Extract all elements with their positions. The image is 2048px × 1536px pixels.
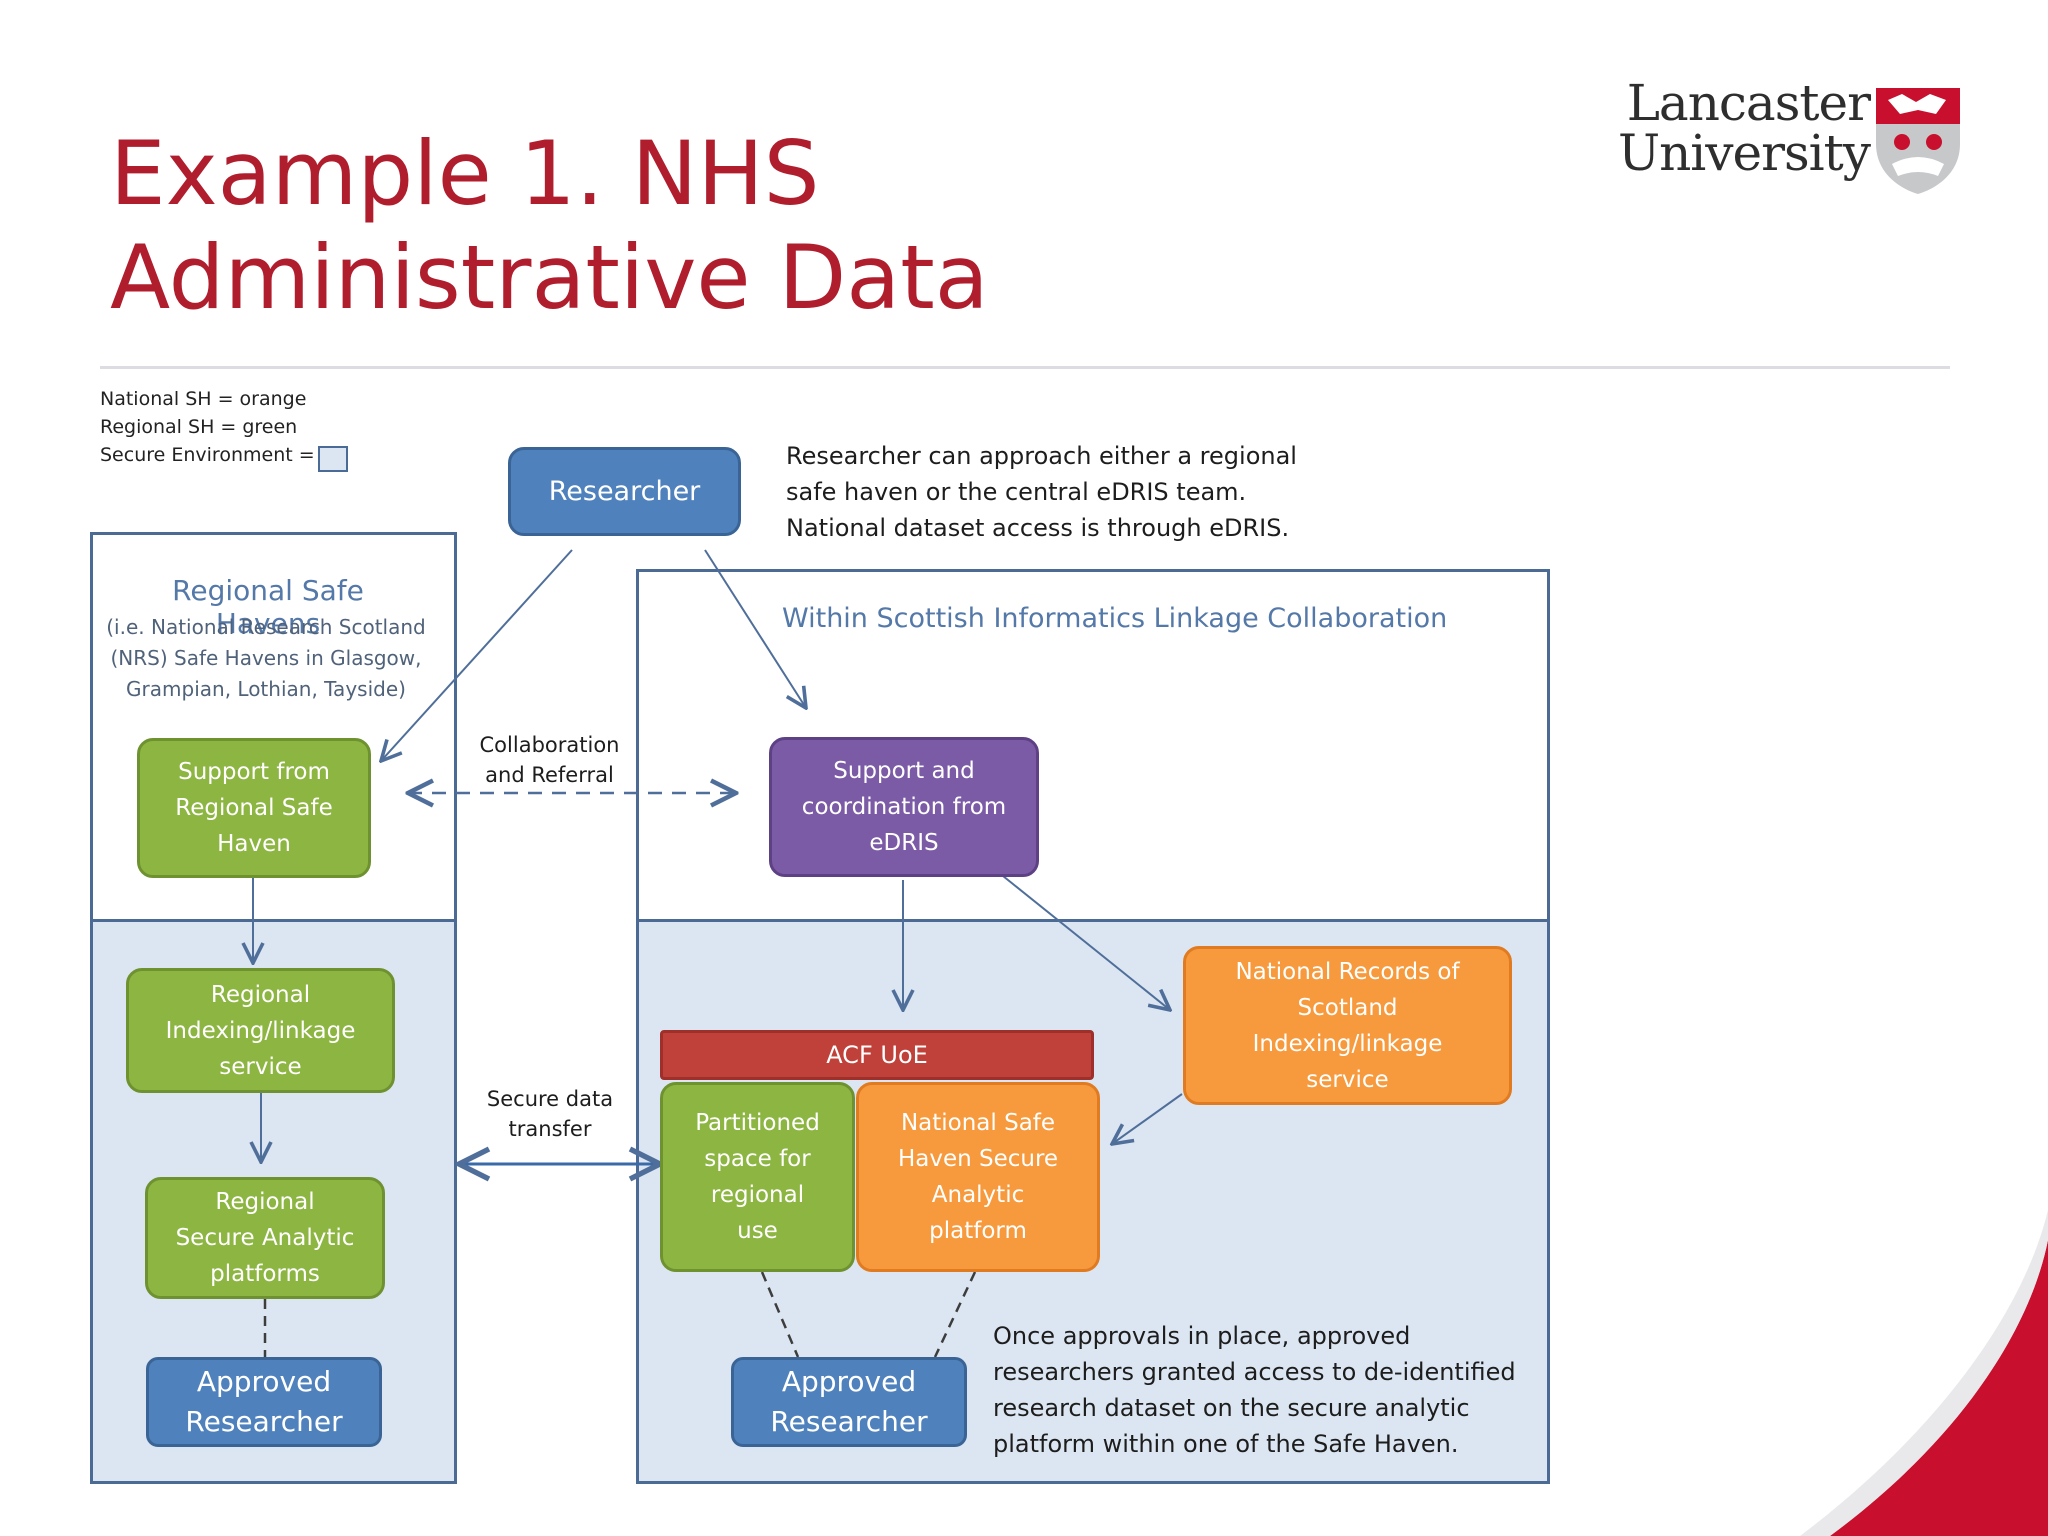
approved-right-line-2: Researcher	[770, 1405, 928, 1438]
legend-national: National SH = orange	[100, 388, 307, 410]
regional-subheading: (i.e. National Research Scotland (NRS) S…	[96, 612, 436, 705]
edris-support-node: Support and coordination from eDRIS	[769, 737, 1039, 877]
acf-label: ACF UoE	[826, 1041, 928, 1069]
partitioned-line-3: regional	[710, 1182, 805, 1208]
final-note-line-2: researchers granted access to de-identif…	[993, 1358, 1516, 1386]
regional-sub-line-1: (i.e. National Research Scotland	[106, 615, 426, 639]
regional-platforms-line-1: Regional	[215, 1189, 315, 1215]
researcher-node: Researcher	[508, 447, 741, 536]
slide-title: Example 1. NHS Administrative Data	[110, 122, 989, 329]
collaboration-line-2: and Referral	[485, 763, 614, 787]
logo-line-2: University	[1617, 124, 1871, 182]
lancaster-university-logo: Lancaster University	[1600, 78, 1970, 208]
secure-transfer-line-2: transfer	[508, 1117, 592, 1141]
regional-platforms-line-2: Secure Analytic	[175, 1225, 355, 1251]
partitioned-line-1: Partitioned	[695, 1110, 820, 1136]
nrs-line-3: Indexing/linkage	[1252, 1030, 1443, 1057]
partitioned-line-2: space for	[704, 1146, 811, 1172]
collaboration-line-1: Collaboration	[479, 733, 620, 757]
regional-indexing-line-2: Indexing/linkage	[165, 1017, 356, 1044]
researcher-label: Researcher	[548, 476, 701, 507]
national-platform-line-3: Analytic	[931, 1182, 1025, 1208]
edris-line-2: coordination from	[801, 794, 1007, 820]
approved-researcher-left: Approved Researcher	[146, 1357, 382, 1447]
legend-regional: Regional SH = green	[100, 416, 298, 438]
final-note: Once approvals in place, approved resear…	[993, 1318, 1516, 1462]
regional-indexing-line-1: Regional	[210, 981, 311, 1008]
edris-line-3: eDRIS	[869, 830, 939, 856]
support-regional-line-3: Haven	[217, 831, 291, 857]
approved-left-line-2: Researcher	[185, 1405, 343, 1438]
secure-swatch	[318, 446, 348, 472]
regional-sub-line-3: Grampian, Lothian, Tayside)	[126, 677, 406, 701]
regional-sub-line-2: (NRS) Safe Havens in Glasgow,	[110, 646, 422, 670]
edris-line-1: Support and	[833, 758, 975, 784]
logo-line-1: Lancaster	[1626, 74, 1871, 132]
nrs-indexing-node: National Records of Scotland Indexing/li…	[1183, 946, 1512, 1105]
national-platform-node: National Safe Haven Secure Analytic plat…	[856, 1082, 1100, 1272]
nrs-line-4: service	[1306, 1066, 1389, 1093]
support-regional-node: Support from Regional Safe Haven	[137, 738, 371, 878]
researcher-note-line-2: safe haven or the central eDRIS team.	[786, 478, 1247, 506]
legend-secure-label: Secure Environment =	[100, 444, 315, 466]
national-platform-line-1: National Safe	[900, 1110, 1056, 1136]
researcher-note-line-1: Researcher can approach either a regiona…	[786, 442, 1297, 470]
researcher-note: Researcher can approach either a regiona…	[786, 438, 1297, 546]
regional-heading: Regional Safe Havens	[172, 574, 364, 640]
approved-right-line-1: Approved	[781, 1365, 917, 1398]
acf-uoe-node: ACF UoE	[660, 1030, 1094, 1080]
regional-indexing-line-3: service	[219, 1053, 302, 1080]
support-regional-line-2: Regional Safe	[175, 795, 333, 821]
approved-researcher-right: Approved Researcher	[731, 1357, 967, 1447]
support-regional-line-1: Support from	[178, 759, 330, 785]
regional-platforms-line-3: platforms	[210, 1261, 320, 1287]
partitioned-line-4: use	[737, 1218, 778, 1244]
crest-icon	[1876, 88, 1960, 194]
final-note-line-3: research dataset on the secure analytic	[993, 1394, 1470, 1422]
silc-heading: Within Scottish Informatics Linkage Coll…	[782, 603, 1448, 634]
national-platform-line-4: platform	[929, 1218, 1027, 1244]
regional-indexing-node: Regional Indexing/linkage service	[126, 968, 395, 1093]
national-platform-line-2: Haven Secure	[897, 1146, 1059, 1172]
legend: National SH = orange Regional SH = green…	[100, 385, 348, 472]
nrs-line-1: National Records of	[1235, 958, 1460, 985]
final-note-line-4: platform within one of the Safe Haven.	[993, 1430, 1459, 1458]
approved-left-line-1: Approved	[196, 1365, 332, 1398]
title-divider	[100, 366, 1950, 369]
partitioned-space-node: Partitioned space for regional use	[660, 1082, 855, 1272]
secure-transfer-label: Secure data transfer	[470, 1084, 630, 1144]
regional-platforms-node: Regional Secure Analytic platforms	[145, 1177, 385, 1299]
final-note-line-1: Once approvals in place, approved	[993, 1322, 1411, 1350]
collaboration-label: Collaboration and Referral	[462, 730, 637, 790]
logo-wordmark: Lancaster University	[1600, 74, 1871, 182]
legend-secure: Secure Environment =	[100, 441, 348, 472]
nrs-line-2: Scotland	[1297, 994, 1398, 1021]
secure-transfer-line-1: Secure data	[486, 1087, 614, 1111]
researcher-note-line-3: National dataset access is through eDRIS…	[786, 514, 1290, 542]
